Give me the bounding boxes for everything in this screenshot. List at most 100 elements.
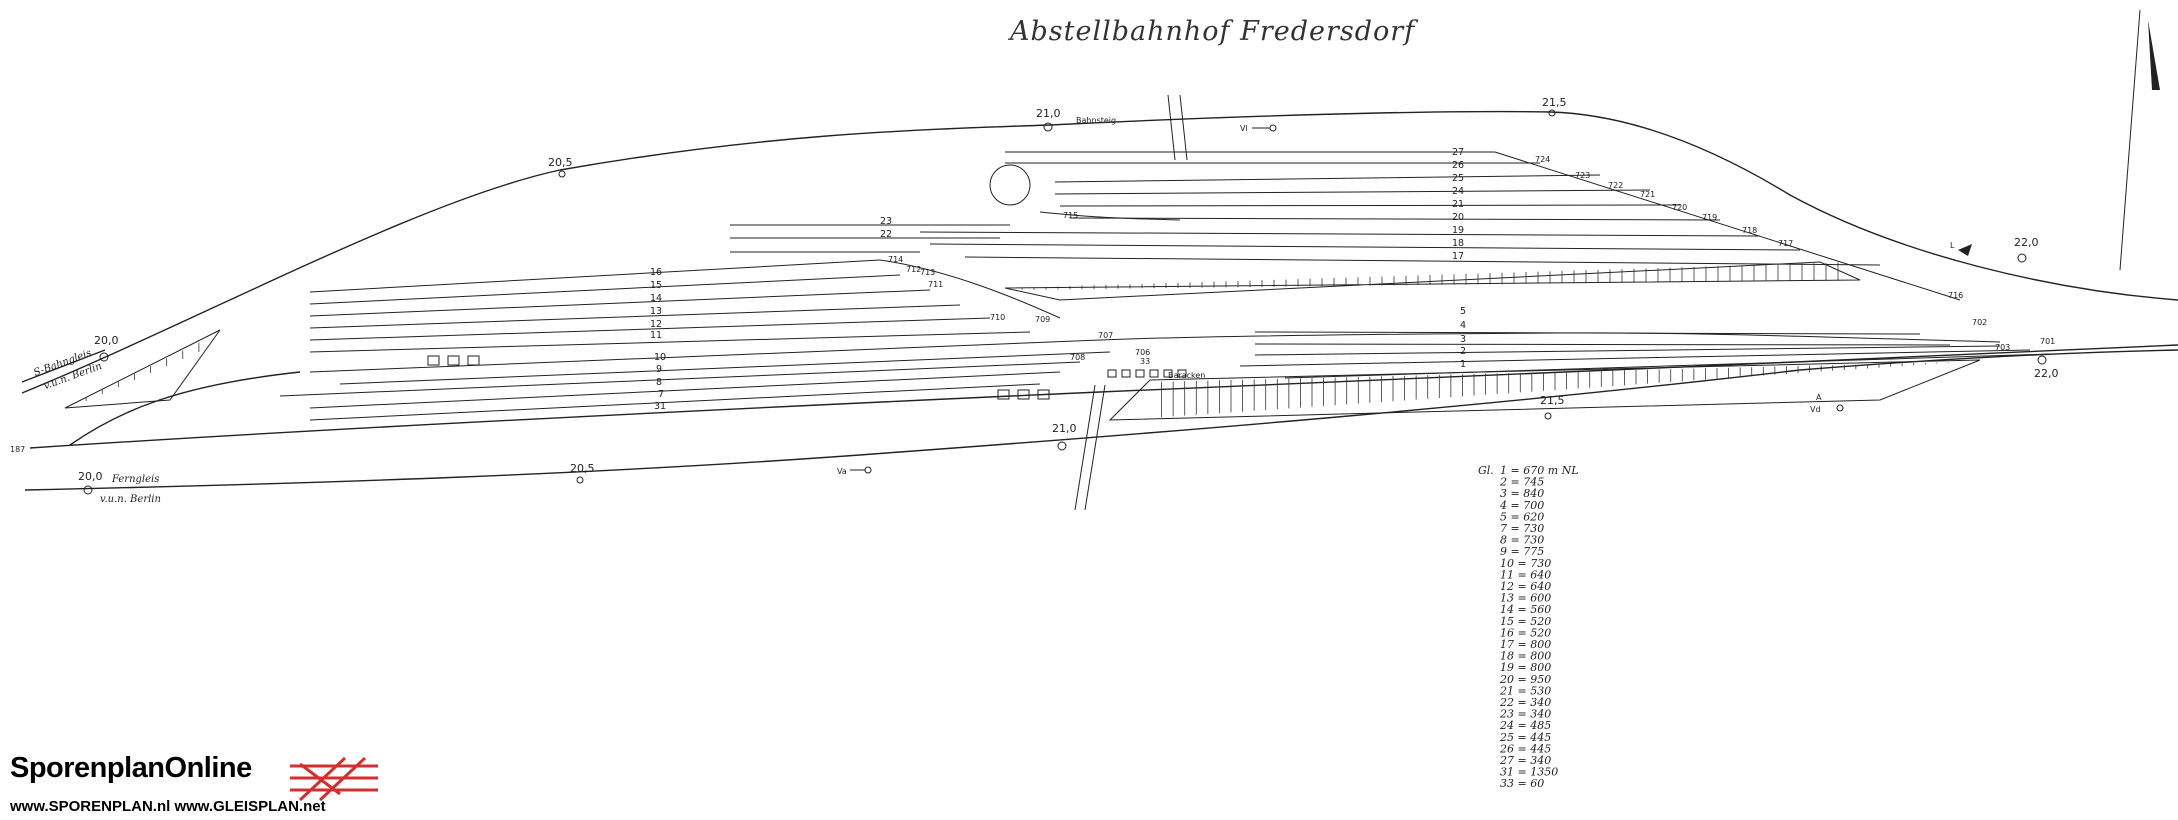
- km-marker-20-5-lower: 20,5: [570, 462, 595, 475]
- signal-va-label: Va: [837, 467, 847, 476]
- switch-number: 723: [1575, 171, 1590, 180]
- switch-number: 187: [10, 445, 25, 454]
- km-marker-21-5-upper: 21,5: [1542, 96, 1567, 109]
- signal-vd-icon: [1836, 404, 1844, 412]
- legend-row: 5 = 620: [1500, 510, 1544, 523]
- track-number-7: 7: [658, 389, 664, 400]
- switch-number: 721: [1640, 190, 1655, 199]
- track-number-12: 12: [650, 319, 662, 330]
- signal-vl-label: Vl: [1240, 124, 1248, 133]
- track-number-9: 9: [656, 364, 662, 375]
- switch-number: 718: [1742, 226, 1757, 235]
- switch-number: 702: [1972, 318, 1987, 327]
- track-number-11: 11: [650, 330, 662, 341]
- track-number-21: 21: [1452, 199, 1464, 210]
- overpass-lower-left: [1084, 384, 1106, 511]
- track-number-1: 1: [1460, 359, 1466, 370]
- track-number-19: 19: [1452, 225, 1464, 236]
- track-number-26: 26: [1452, 160, 1464, 171]
- legend-row: 3 = 840: [1500, 487, 1544, 500]
- legend-row: 22 = 340: [1499, 696, 1551, 709]
- siding-group-lower-left: [279, 332, 1561, 421]
- km-marker-21-5-lower: 21,5: [1540, 394, 1565, 407]
- switch-number: 33: [1140, 357, 1150, 366]
- sporenplanonline-urls[interactable]: www.SPORENPLAN.nl www.GLEISPLAN.net: [10, 798, 326, 815]
- track-number-8: 8: [656, 377, 662, 388]
- baracken-buildings: [427, 355, 1187, 400]
- legend-row: 15 = 520: [1500, 615, 1551, 628]
- overpass-far-right: [2119, 9, 2141, 271]
- sporenplanonline-logo: SporenplanOnline: [10, 752, 252, 784]
- signal-a-label: A: [1816, 393, 1822, 402]
- switch-number: 709: [1035, 315, 1050, 324]
- legend-row: 24 = 485: [1499, 719, 1551, 732]
- ferngleis-direction-label: v.u.n. Berlin: [100, 494, 161, 505]
- legend-row: 31 = 1350: [1500, 766, 1558, 779]
- hatched-area-lower: [1108, 359, 1981, 421]
- hatched-area-left: [64, 329, 221, 409]
- km-marker-22-0-lower: 22,0: [2034, 367, 2059, 380]
- legend-row: 33 = 60: [1500, 777, 1544, 790]
- switch-number: 720: [1672, 203, 1687, 212]
- legend-row: 9 = 775: [1500, 545, 1544, 558]
- turntable-circle: [989, 164, 1031, 206]
- km-markers: 20,0 20,5 21,0 21,5 22,0 20,0 20,5 21,0 …: [78, 96, 2059, 495]
- track-number-27: 27: [1452, 147, 1464, 158]
- km-marker-20-5-upper: 20,5: [548, 156, 573, 169]
- switch-number: 706: [1135, 348, 1150, 357]
- legend-row: 13 = 600: [1500, 592, 1551, 605]
- switch-number: 707: [1098, 331, 1113, 340]
- legend-row: 27 = 340: [1499, 754, 1551, 767]
- track-number-4: 4: [1460, 320, 1466, 331]
- legend-header: Gl.: [1478, 464, 1494, 477]
- km-marker-20-0-upper: 20,0: [94, 334, 119, 347]
- track-number-15: 15: [650, 280, 662, 291]
- track-number-10: 10: [654, 352, 666, 363]
- north-arrow-icon: [2148, 20, 2160, 90]
- track-number-13: 13: [650, 306, 662, 317]
- branch-curve-left: [69, 371, 301, 446]
- legend-row: 16 = 520: [1500, 626, 1551, 639]
- legend-row: 4 = 700: [1499, 499, 1544, 512]
- signal-vd-label: Vd: [1810, 405, 1821, 414]
- legend-row: 17 = 800: [1500, 638, 1551, 651]
- track-number-5: 5: [1460, 306, 1466, 317]
- siding-group-lower-right: [1239, 331, 2051, 379]
- track-number-22: 22: [880, 229, 892, 240]
- legend-row: 18 = 800: [1500, 650, 1551, 663]
- switch-number: 712: [906, 265, 921, 274]
- track-numbers-lower: 5 4 3 2 1: [1460, 306, 1466, 370]
- track-number-18: 18: [1452, 238, 1464, 249]
- track-number-16: 16: [650, 267, 662, 278]
- switch-number: 711: [928, 280, 943, 289]
- signal-vl-icon: [1269, 124, 1277, 132]
- track-number-20: 20: [1452, 212, 1464, 223]
- switch-number: 714: [888, 255, 903, 264]
- signals: Vl Va Vd A L: [837, 124, 1972, 476]
- s-bahn-main-line: [21, 110, 2178, 394]
- km-marker-21-0-upper: 21,0: [1036, 107, 1061, 120]
- track-number-25: 25: [1452, 173, 1464, 184]
- switch-number: 724: [1535, 155, 1550, 164]
- logo-track-icon: [290, 756, 378, 802]
- baracken-label: Baracken: [1168, 371, 1205, 380]
- legend-row: 7 = 730: [1500, 522, 1544, 535]
- diagram-title: Abstellbahnhof Fredersdorf: [1007, 16, 1418, 47]
- km-marker-21-0-lower: 21,0: [1052, 422, 1077, 435]
- legend-row: 14 = 560: [1500, 603, 1551, 616]
- switch-number: 703: [1995, 343, 2010, 352]
- overpass-lower-right: [1074, 384, 1096, 511]
- legend-row: 2 = 745: [1499, 476, 1544, 489]
- track-numbers-upper: 27 26 25 24 21 20 19 18 17 23 22 16 15 1…: [650, 147, 1464, 412]
- hatched-area-upper: [1004, 261, 1861, 301]
- switch-number: 717: [1778, 239, 1793, 248]
- track-number-17: 17: [1452, 251, 1464, 262]
- overpass-upper-right: [1179, 94, 1188, 161]
- legend-row: 8 = 730: [1500, 534, 1544, 547]
- signal-va-icon: [864, 466, 872, 474]
- ferngleis-main-line: [24, 349, 2178, 491]
- switch-number: 715: [1063, 211, 1078, 220]
- switch-number: 708: [1070, 353, 1085, 362]
